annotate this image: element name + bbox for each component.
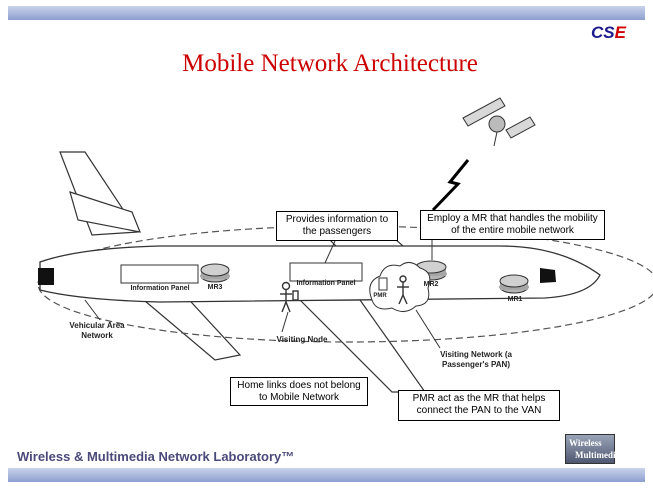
- label-mr3: MR3: [207, 284, 223, 291]
- footer-logo-line1: Wireless: [569, 438, 602, 448]
- tail-engine-icon: [38, 268, 54, 285]
- label-mr1: MR1: [507, 296, 523, 303]
- label-info-panel-left: Information Panel: [130, 285, 190, 292]
- label-van: Vehicular Area Network: [69, 321, 125, 340]
- information-panel-center: [289, 262, 363, 282]
- callout-pmr-act: PMR act as the MR that helps connect the…: [398, 390, 560, 421]
- information-panel-left: [120, 264, 199, 284]
- callout-provides-info: Provides information to the passengers: [276, 211, 398, 241]
- top-bar: [8, 6, 645, 20]
- label-mr2: MR2: [423, 281, 439, 288]
- callout-leaders: [84, 240, 441, 349]
- cockpit-icon: [540, 268, 556, 283]
- airplane-tail: [59, 151, 242, 361]
- satellite-icon: [462, 97, 536, 147]
- label-info-panel-center: Information Panel: [296, 280, 356, 287]
- callout-employ-mr: Employ a MR that handles the mobility of…: [420, 210, 605, 240]
- label-visiting-node: Visiting Node: [276, 335, 328, 344]
- cse-logo: CSE: [591, 23, 635, 45]
- visiting-node-icon: [280, 281, 299, 313]
- logo-accent: E: [614, 23, 626, 42]
- router-mr1-icon: [499, 274, 529, 294]
- footer-text: Wireless & Multimedia Network Laboratory…: [17, 449, 295, 464]
- logo-text: CS: [591, 23, 615, 42]
- callout-home-links: Home links does not belong to Mobile Net…: [230, 377, 368, 406]
- wireless-multimedia-logo: Wireless Multimedia: [565, 434, 620, 464]
- footer-logo-line2: Multimedia: [575, 450, 620, 460]
- page-title: Mobile Network Architecture: [182, 50, 478, 77]
- passenger-icon: [397, 275, 409, 305]
- label-visiting-network: Visiting Network (a Passenger's PAN): [440, 350, 512, 369]
- pmr-device-icon: [378, 277, 388, 291]
- wireless-link-icon: [431, 159, 470, 212]
- bottom-bar: [8, 468, 645, 482]
- router-mr3-icon: [200, 263, 230, 283]
- label-pmr: PMR: [373, 293, 387, 299]
